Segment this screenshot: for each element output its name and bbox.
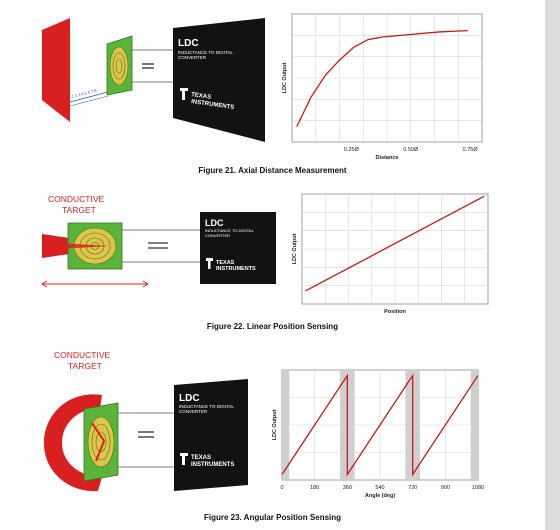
fig23-target-label-2: TARGET — [68, 361, 102, 371]
fig23-x-tick-label: 180 — [310, 485, 319, 491]
fig21-illustration: 1 2 3 4 5 6 7 8 LDC INDUCTANCE TO DIGITA… — [42, 18, 265, 142]
fig21-x-tick-label: 0.25Ø — [344, 147, 360, 153]
fig21-ldc-chip — [173, 18, 265, 142]
fig22-caption: Figure 22. Linear Position Sensing — [206, 322, 339, 331]
fig23-ti-text-1: TEXAS — [191, 455, 211, 461]
fig22-target-label-2: TARGET — [62, 205, 96, 215]
fig23-x-tick-label: 720 — [408, 485, 417, 491]
fig23-caption: Figure 23. Angular Position Sensing — [203, 513, 342, 522]
fig22-y-axis-label: LDC Output — [292, 233, 298, 264]
fig21-ti-logo-icon — [180, 88, 188, 100]
fig23-sensor-coil — [83, 402, 119, 482]
fig23-ldc-subtitle-2: CONVERTER — [179, 409, 208, 414]
fig23-x-tick-label: 0 — [280, 485, 283, 491]
fig23-x-tick-label: 360 — [343, 485, 352, 491]
fig22-ldc-title: LDC — [205, 218, 224, 228]
fig21-ldc-title: LDC — [178, 38, 199, 49]
fig23-conductive-target — [44, 394, 102, 492]
fig22-ti-text-2: INSTRUMENTS — [216, 266, 256, 272]
fig21-ti-text-1: TEXAS — [191, 92, 212, 101]
fig22-ldc-subtitle-1: INDUCTANCE TO DIGITAL — [205, 228, 255, 233]
fig23-ti-text-2: INSTRUMENTS — [191, 462, 234, 468]
fig21-ti-text-2: INSTRUMENTS — [191, 99, 235, 111]
fig22-ldc-chip — [200, 212, 276, 284]
fig23-target-label-1: CONDUCTIVE — [54, 350, 111, 360]
fig23-x-tick-label: 1080 — [472, 485, 484, 491]
fig22-chart: Position LDC Output — [292, 193, 489, 315]
fig22-x-axis-label: Position — [384, 309, 406, 315]
fig23-y-axis-label: LDC Output — [272, 409, 278, 440]
fig22-motion-arrow-icon — [41, 280, 149, 288]
fig21-ldc-subtitle-1: INDUCTANCE TO DIGITAL — [178, 50, 233, 55]
fig22-illustration: CONDUCTIVE TARGET LDC INDUCTANCE TO DIGI… — [41, 194, 276, 288]
fig22-series-line — [305, 195, 485, 292]
fig22-target-label-1: CONDUCTIVE — [48, 194, 105, 204]
fig21-y-axis-label: LDC Output — [282, 62, 288, 93]
fig23-illustration: CONDUCTIVE TARGET LDC INDUCTANCE TO DIGI… — [44, 350, 248, 492]
fig21-conductive-target — [42, 18, 70, 122]
fig23-ldc-chip — [174, 379, 248, 491]
fig21-series-line — [296, 29, 468, 127]
fig22-ti-logo-icon — [206, 258, 213, 269]
fig23-ti-logo-icon — [180, 453, 188, 465]
fig22-ti-text-1: TEXAS — [216, 260, 235, 266]
fig21-sensor-coil — [106, 35, 133, 96]
fig23-ldc-subtitle-1: INDUCTANCE TO DIGITAL — [179, 404, 234, 409]
fig23-ldc-title: LDC — [179, 393, 200, 404]
fig22-sensor-coil — [58, 222, 123, 270]
fig21-wires — [132, 49, 175, 83]
viewer-background — [545, 0, 560, 530]
fig21-chart: 0.25Ø 0.50Ø 0.75Ø Distance LDC Output — [282, 13, 483, 161]
fig21-ruler — [69, 91, 109, 107]
fig21-ldc-subtitle-2: CONVERTER — [178, 55, 207, 60]
fig21-x-tick-label: 0.75Ø — [463, 147, 479, 153]
fig23-x-tick-label: 900 — [441, 485, 450, 491]
fig23-wires — [118, 412, 175, 468]
fig21-caption: Figure 21. Axial Distance Measurement — [198, 166, 347, 175]
fig21-x-axis-label: Distance — [376, 155, 399, 161]
fig21-x-tick-label: 0.50Ø — [403, 147, 419, 153]
fig22-wires — [122, 229, 200, 263]
fig23-x-axis-label: Angle (deg) — [365, 493, 395, 499]
fig23-series-line — [281, 373, 479, 477]
fig21-ruler-numbers: 1 2 3 4 5 6 7 8 — [71, 88, 98, 99]
fig23-x-tick-label: 540 — [375, 485, 384, 491]
fig22-ldc-subtitle-2: CONVERTER — [205, 233, 230, 238]
